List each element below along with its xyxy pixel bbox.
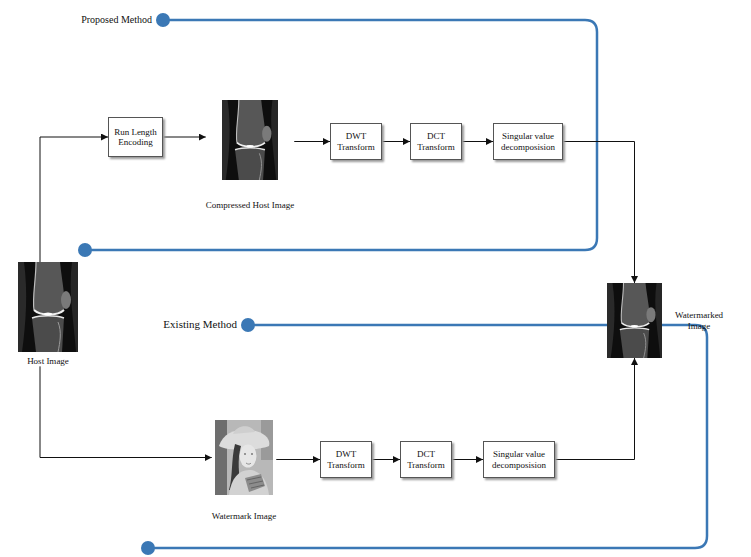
box-label: Singular value decomposision — [498, 131, 558, 152]
mri-image — [607, 283, 662, 358]
method-bracket — [78, 13, 597, 257]
flow-arrow — [40, 137, 108, 262]
box-label: DCT Transform — [405, 449, 447, 470]
flow-arrow — [294, 141, 330, 142]
flow-arrow — [382, 141, 410, 142]
flow-arrow — [40, 366, 212, 457]
flow-arrow — [163, 137, 206, 138]
flow-arrow — [276, 459, 320, 460]
process-box: Run Length Encoding — [108, 117, 163, 157]
bracket-line — [85, 20, 597, 250]
process-box: Singular value decomposision — [483, 441, 555, 478]
flow-arrow — [563, 142, 635, 284]
flow-arrow — [452, 459, 483, 460]
bracket-line — [148, 325, 707, 548]
bracket-dot — [141, 541, 155, 555]
image-caption: Watermark Image — [212, 511, 277, 521]
box-label: DWT Transform — [335, 131, 377, 152]
image-area — [18, 262, 78, 352]
box-label: Singular value decomposision — [488, 449, 550, 470]
process-box: DCT Transform — [410, 123, 462, 160]
mri-image — [222, 100, 278, 180]
image-area — [215, 420, 273, 495]
box-label: DWT Transform — [325, 449, 367, 470]
flow-arrow — [372, 459, 400, 460]
image-node: Watermark Image — [212, 420, 277, 521]
bracket-dot — [156, 13, 170, 27]
method-label: Existing Method — [163, 318, 237, 330]
image-node: Compressed Host Image — [206, 100, 294, 210]
bracket-dot — [78, 243, 92, 257]
box-label: Run Length Encoding — [113, 127, 158, 148]
method-label: Proposed Method — [81, 14, 152, 25]
image-node: Host Image — [18, 262, 78, 366]
image-node: Watermarked Image — [607, 283, 730, 358]
image-area — [222, 100, 278, 180]
image-caption: Compressed Host Image — [206, 200, 294, 210]
mri-image — [18, 262, 78, 352]
image-caption: Host Image — [27, 356, 69, 366]
process-box: DWT Transform — [320, 441, 372, 478]
flow-arrow — [555, 358, 635, 460]
process-box: DWT Transform — [330, 123, 382, 160]
bracket-dot — [241, 318, 255, 332]
process-box: Singular value decomposision — [493, 123, 563, 160]
portrait-image — [215, 420, 273, 495]
box-label: DCT Transform — [415, 131, 457, 152]
image-area — [607, 283, 662, 358]
flow-arrow — [462, 141, 493, 142]
process-box: DCT Transform — [400, 441, 452, 478]
image-caption: Watermarked Image — [668, 310, 730, 331]
